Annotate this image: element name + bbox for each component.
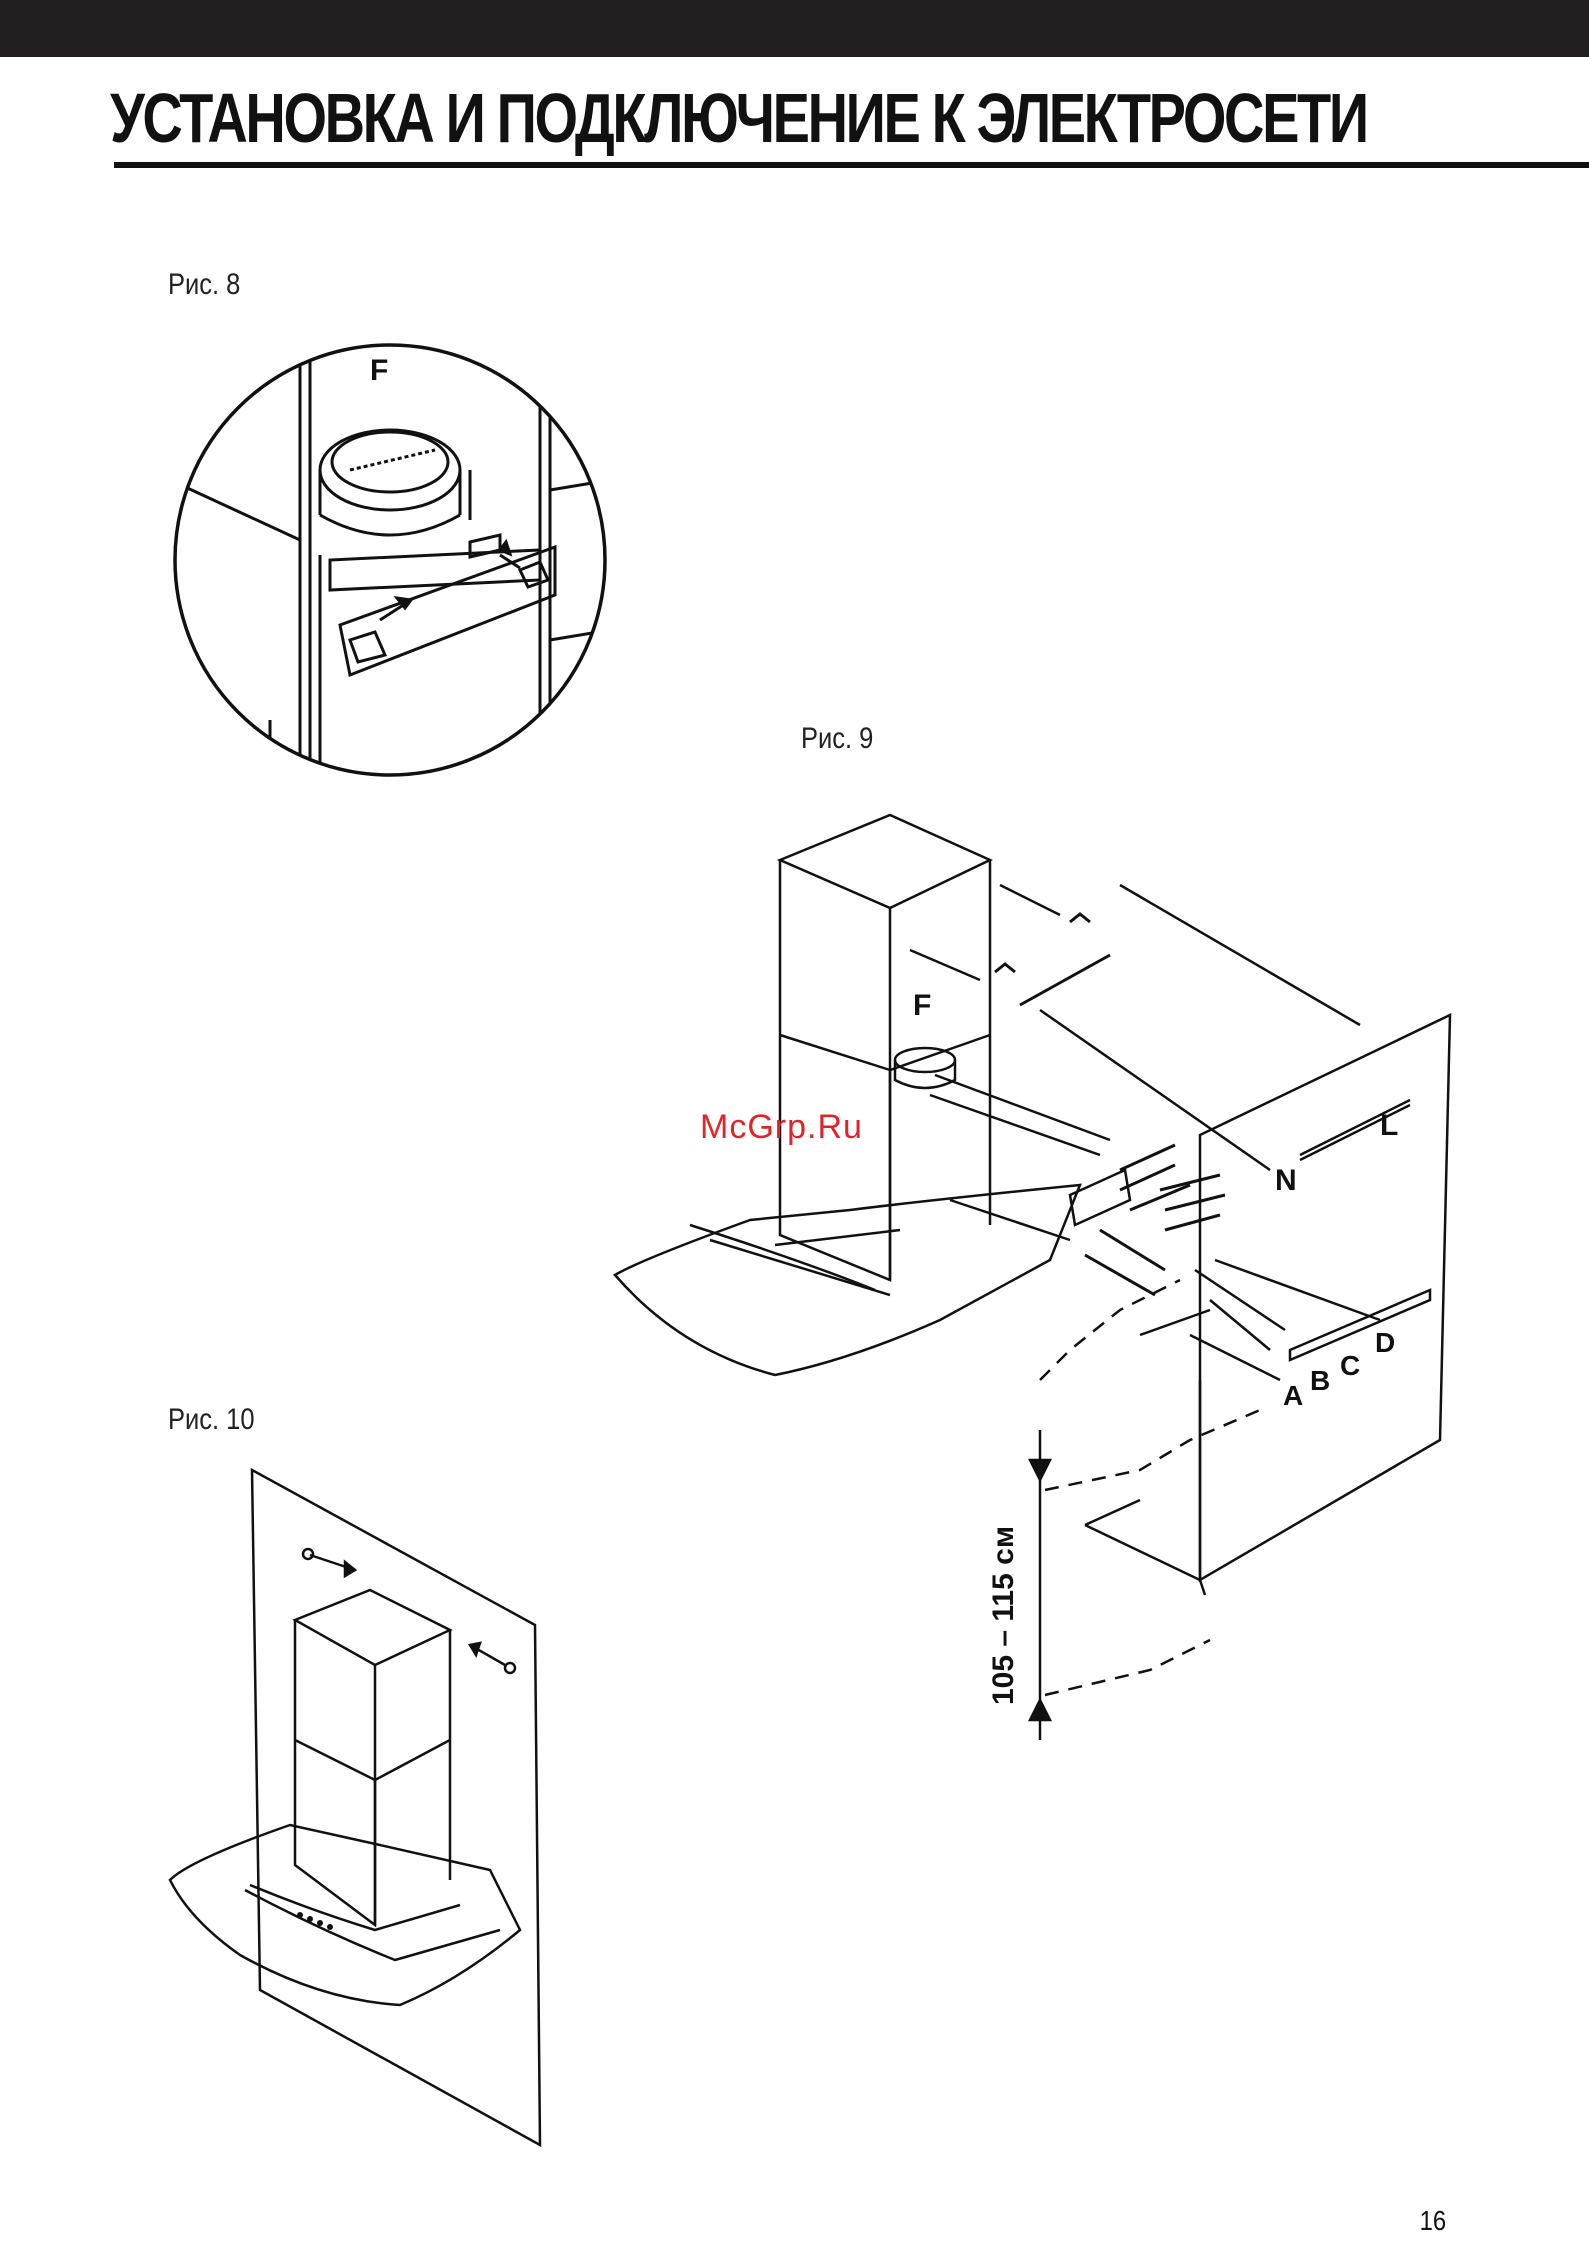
fig8-illustration: F <box>170 340 610 780</box>
page-number: 16 <box>1420 2205 1446 2237</box>
fig9-dimension: 105 – 115 см <box>987 1526 1020 1705</box>
watermark: McGrp.Ru <box>700 1108 863 1147</box>
fig10-caption: Рис. 10 <box>168 1403 255 1437</box>
fig9-caption: Рис. 9 <box>801 722 873 756</box>
fig8-label-f: F <box>370 354 388 387</box>
fig9-label-d: D <box>1375 1327 1395 1358</box>
title-underline <box>114 162 1589 168</box>
fig9-label-f: F <box>913 989 931 1022</box>
fig9-label-l: L <box>1380 1109 1398 1142</box>
fig10-illustration <box>160 1460 580 2160</box>
fig9-label-a: A <box>1283 1380 1303 1411</box>
fig9-label-c: C <box>1340 1350 1360 1381</box>
fig9-label-n: N <box>1275 1164 1297 1197</box>
page-title: УСТАНОВКА И ПОДКЛЮЧЕНИЕ К ЭЛЕКТРОСЕТИ <box>110 78 1367 158</box>
fig8-caption: Рис. 8 <box>168 268 240 302</box>
fig9-illustration: F L N A B C D 105 – 115 см <box>600 790 1470 1750</box>
fig9-label-b: B <box>1310 1365 1330 1396</box>
top-bar <box>0 0 1589 57</box>
